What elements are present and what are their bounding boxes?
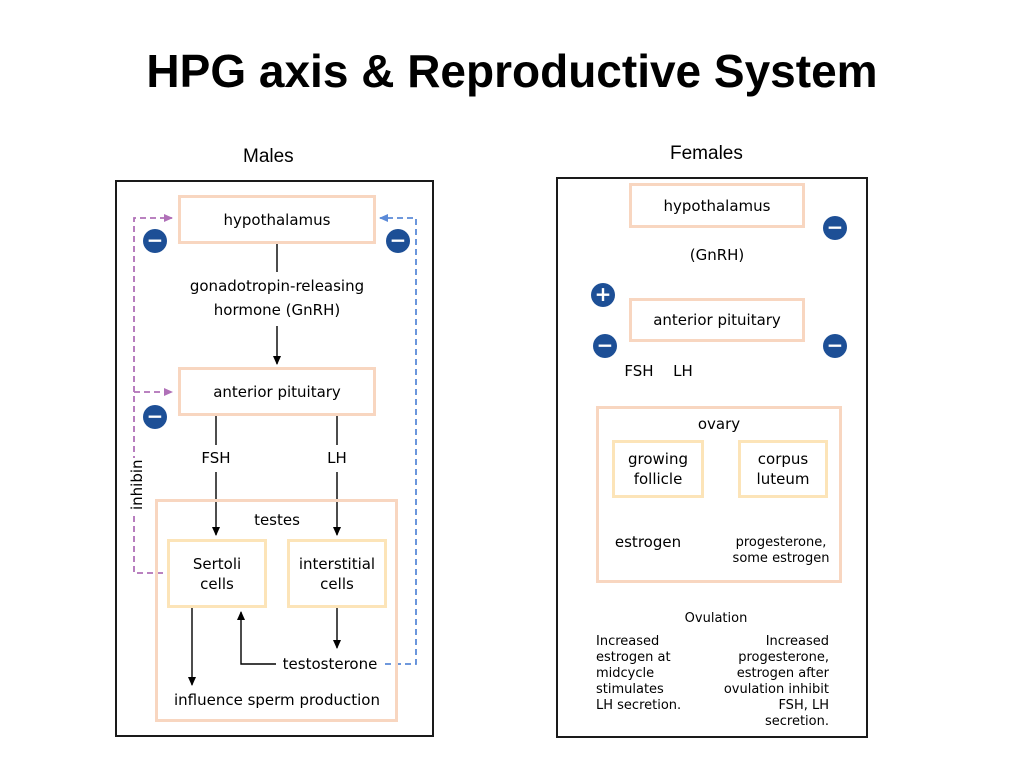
m-interstitial-cells-box: interstitial cells — [287, 539, 387, 608]
m-anterior-pituitary-box: anterior pituitary — [178, 367, 376, 416]
f-fsh-label: FSH — [624, 362, 654, 380]
f-note-increased-progesterone: Increased progesterone, estrogen after o… — [723, 634, 829, 729]
m-testes-region — [155, 499, 398, 722]
f-progesterone-label: progesterone, some estrogen — [732, 535, 830, 566]
m-minus-icon-hypo-right: − — [386, 229, 410, 253]
f-corpus-luteum-box: corpus luteum — [738, 440, 828, 498]
females-heading: Females — [670, 143, 743, 164]
m-minus-icon-pituitary: − — [143, 405, 167, 429]
m-hypothalamus-box: hypothalamus — [178, 195, 376, 244]
m-testosterone-feedback — [379, 214, 417, 665]
males-diagram-frame — [115, 180, 434, 737]
f-estrogen-label: estrogen — [614, 533, 682, 551]
f-growing-follicle-box: growing follicle — [612, 440, 704, 498]
f-plus-icon: + — [591, 283, 615, 307]
slide-title: HPG axis & Reproductive System — [146, 45, 878, 97]
f-ovulation-label: Ovulation — [684, 611, 748, 626]
f-anterior-pituitary-box: anterior pituitary — [629, 298, 805, 342]
f-minus-icon-left: − — [593, 334, 617, 358]
m-testes-label: testes — [244, 509, 310, 531]
f-minus-icon-hypo-right: − — [823, 216, 847, 240]
f-gnrh-label: (GnRH) — [689, 246, 745, 264]
males-heading: Males — [243, 146, 294, 167]
m-testosterone-label: testosterone — [276, 653, 384, 675]
m-minus-icon-hypo-left: − — [143, 229, 167, 253]
m-lh-label: LH — [327, 449, 347, 467]
m-testosterone-arrow — [237, 611, 276, 665]
f-lh-label: LH — [673, 362, 693, 380]
m-inhibin-hypo-feedback — [133, 214, 173, 574]
m-inhibin-label: inhibin — [128, 458, 146, 512]
m-gnrh-label-line2: hormone (GnRH) — [213, 301, 341, 319]
f-note-increased-estrogen: Increased estrogen at midcycle stimulate… — [596, 634, 682, 713]
m-sertoli-cells-box: Sertoli cells — [167, 539, 267, 608]
f-hypothalamus-box: hypothalamus — [629, 183, 805, 228]
m-sperm-label: influence sperm production — [173, 691, 380, 709]
f-ovary-region — [596, 406, 842, 583]
f-minus-icon-pituitary-right: − — [823, 334, 847, 358]
m-fsh-label: FSH — [201, 449, 231, 467]
f-ovary-label: ovary — [694, 413, 744, 435]
m-gnrh-label-line1: gonadotropin-releasing — [189, 277, 365, 295]
